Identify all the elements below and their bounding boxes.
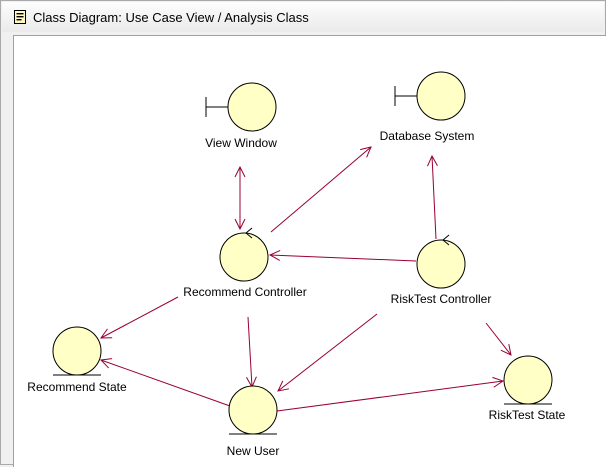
association-arrow-recommend-controller-to-database-system[interactable] [270,147,371,233]
control-circle-icon [219,232,269,282]
association-arrow-risktest-controller-to-new-user[interactable] [278,313,378,391]
database-system-label: Database System [379,129,475,143]
association-arrow-recommend-controller-to-new-user[interactable] [248,316,252,387]
database-system-boundary-class[interactable] [394,71,466,121]
risktest-state-entity-class[interactable] [503,355,553,405]
window-title: Class Diagram: Use Case View / Analysis … [33,9,309,25]
association-arrow-risktest-controller-to-database-system[interactable] [432,156,436,240]
recommend-state-label: Recommend State [27,380,127,394]
boundary-circle-icon [416,71,466,121]
control-circle-icon [416,239,466,289]
association-arrow-new-user-to-recommend-state[interactable] [101,360,231,407]
risktest-controller-label: RiskTest Controller [390,292,492,306]
diagram-svg [52,71,553,435]
risktest-state-label: RiskTest State [488,408,566,422]
association-arrow-risktest-controller-to-risktest-state[interactable] [485,322,511,355]
entity-circle-icon [52,326,102,376]
boundary-circle-icon [227,82,277,132]
view-window-label: View Window [205,136,277,150]
recommend-controller-control-class[interactable] [219,227,269,282]
association-arrow-new-user-to-risktest-state[interactable] [276,381,503,412]
view-window-boundary-class[interactable] [205,82,277,132]
class-diagram-icon [13,10,27,24]
association-arrow-recommend-controller-to-recommend-state[interactable] [101,296,179,338]
recommend-state-entity-class[interactable] [52,326,102,376]
control-arrow-icon [442,234,450,246]
recommend-controller-label: Recommend Controller [183,285,307,299]
risktest-controller-control-class[interactable] [416,234,466,289]
entity-circle-icon [228,385,278,435]
control-arrow-icon [245,227,253,239]
entity-circle-icon [503,355,553,405]
association-arrow-risktest-controller-to-recommend-controller[interactable] [270,255,417,262]
new-user-label: New User [226,444,280,458]
title-bar[interactable]: Class Diagram: Use Case View / Analysis … [2,2,604,32]
new-user-entity-class[interactable] [228,385,278,435]
